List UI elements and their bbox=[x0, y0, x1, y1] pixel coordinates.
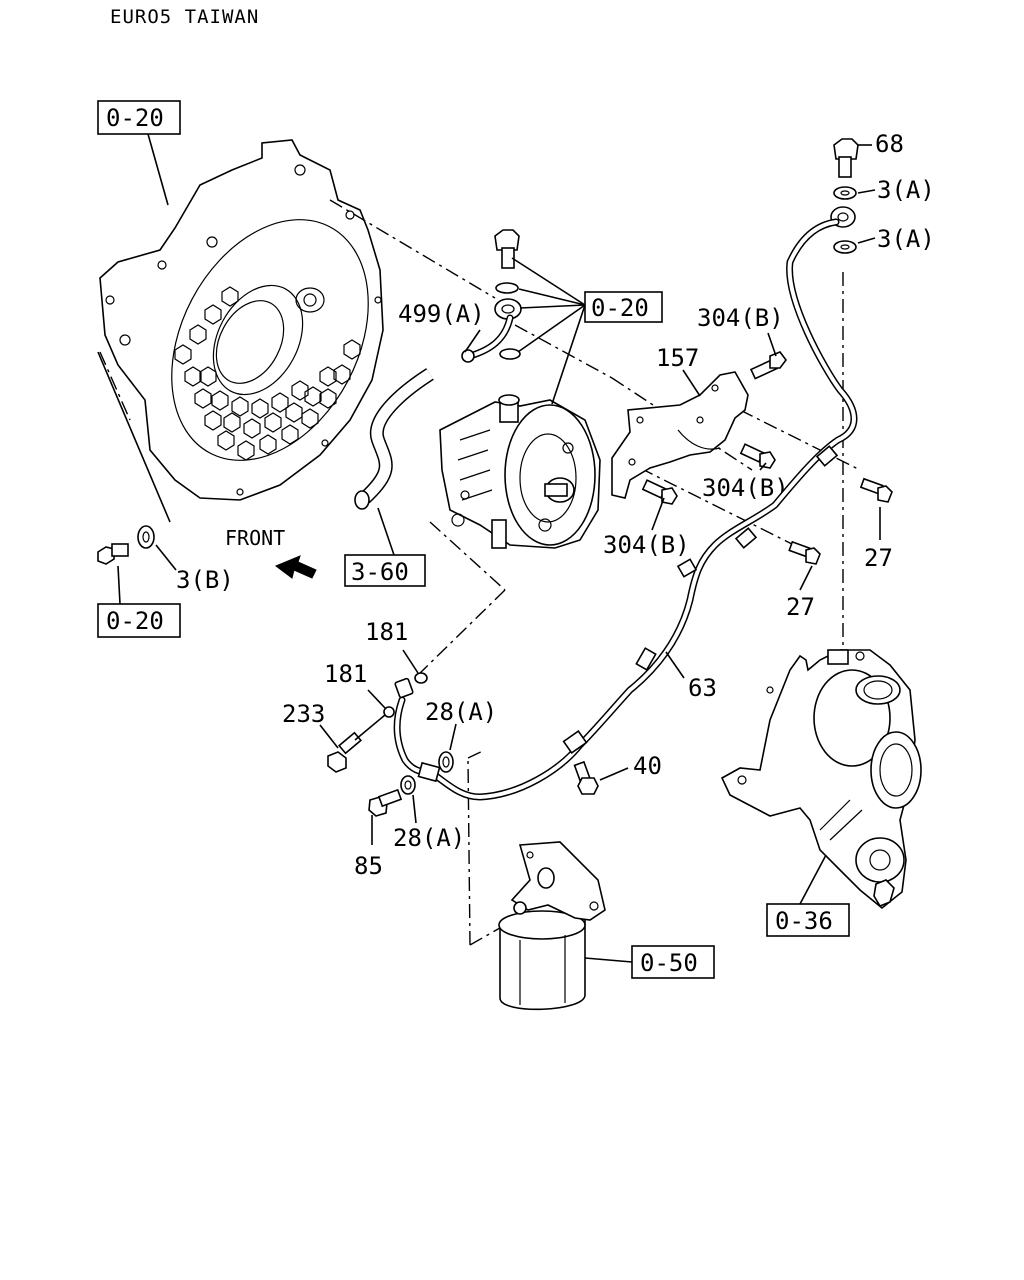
callout-28a-2: 28(A) bbox=[393, 824, 465, 852]
bolt-27-upper bbox=[859, 477, 893, 503]
vacuum-pump bbox=[439, 394, 601, 549]
callout-40: 40 bbox=[633, 752, 662, 780]
ref-label: 0-36 bbox=[775, 907, 833, 935]
callout-3a-2: 3(A) bbox=[877, 225, 935, 253]
vacuum-hose bbox=[354, 368, 434, 510]
turbocharger bbox=[720, 649, 922, 910]
callout-181-2: 181 bbox=[324, 660, 367, 688]
ref-box-3-60[interactable]: 3-60 bbox=[344, 554, 426, 587]
callout-63: 63 bbox=[688, 674, 717, 702]
ref-box-0-20-bottom-left[interactable]: 0-20 bbox=[97, 603, 181, 638]
washer-28a-upper bbox=[438, 751, 454, 773]
ref-label: 3-60 bbox=[351, 558, 409, 586]
front-label: FRONT bbox=[225, 526, 285, 550]
callout-28a-1: 28(A) bbox=[425, 698, 497, 726]
ref-label: 0-20 bbox=[591, 294, 649, 322]
callout-157: 157 bbox=[656, 344, 699, 372]
bolt-304b-1 bbox=[749, 351, 787, 380]
callout-3a-1: 3(A) bbox=[877, 176, 935, 204]
ref-box-0-36[interactable]: 0-36 bbox=[766, 903, 850, 937]
washer-28a-lower bbox=[400, 775, 416, 795]
ref-box-0-20-center[interactable]: 0-20 bbox=[584, 291, 663, 323]
callout-499a: 499(A) bbox=[398, 300, 485, 328]
ref-label: 0-20 bbox=[106, 104, 164, 132]
callout-27-1: 27 bbox=[864, 544, 893, 572]
flywheel-housing bbox=[99, 139, 384, 501]
bolt-233 bbox=[327, 731, 363, 773]
ref-box-0-50[interactable]: 0-50 bbox=[631, 945, 715, 979]
bolt-27-lower bbox=[788, 540, 821, 565]
callout-304b-3: 304(B) bbox=[603, 531, 690, 559]
callout-85: 85 bbox=[354, 852, 383, 880]
callout-233: 233 bbox=[282, 700, 325, 728]
bolt-304b-3 bbox=[641, 479, 678, 505]
diagram-title: EURO5 TAIWAN bbox=[110, 6, 259, 28]
bolt-3b-assembly bbox=[97, 525, 155, 565]
ref-label: 0-50 bbox=[640, 949, 698, 977]
callout-181-1: 181 bbox=[365, 618, 408, 646]
oil-filter bbox=[498, 841, 606, 1011]
bolt-304b-2 bbox=[739, 443, 776, 469]
front-arrow-icon bbox=[275, 555, 317, 579]
pump-bolt-assembly bbox=[494, 229, 522, 360]
ref-label: 0-20 bbox=[106, 607, 164, 635]
callout-68: 68 bbox=[875, 130, 904, 158]
callout-27-2: 27 bbox=[786, 593, 815, 621]
bolt-40 bbox=[573, 760, 599, 795]
washer-181-upper bbox=[414, 672, 428, 684]
callout-3b: 3(B) bbox=[176, 566, 234, 594]
ref-box-0-20-top-left[interactable]: 0-20 bbox=[97, 100, 181, 135]
callout-304b-2: 304(B) bbox=[702, 474, 789, 502]
bracket-157 bbox=[611, 371, 749, 499]
bolt-68-assembly bbox=[830, 138, 859, 254]
washer-181-lower bbox=[383, 706, 395, 718]
bolt-85 bbox=[368, 788, 403, 817]
callout-304b-1: 304(B) bbox=[697, 304, 784, 332]
